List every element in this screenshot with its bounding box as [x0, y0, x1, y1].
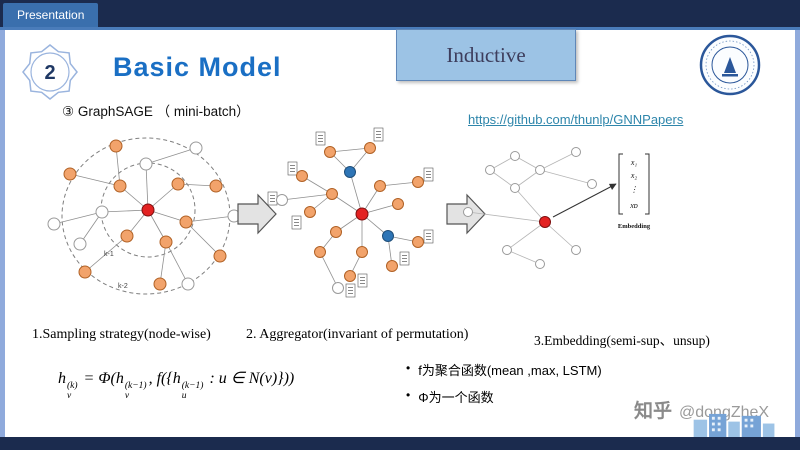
slide-right-border — [795, 30, 800, 437]
presentation-tab[interactable]: Presentation — [3, 3, 99, 27]
notes-list: • f为聚合函数(mean ,max, LSTM) • Φ为一个函数 — [406, 360, 602, 414]
aggregated-node — [382, 230, 394, 242]
ring-label-k1: k-1 — [104, 251, 114, 258]
header-accent-line — [0, 27, 800, 30]
slide-title: Basic Model — [113, 52, 282, 82]
vector-entry: ⋮ — [630, 185, 638, 194]
bullet-text: Φ为一个函数 — [418, 390, 494, 405]
caption-embedding: 3.Embedding(semi-sup、unsup) — [534, 333, 710, 348]
watermark-brand: 知乎 — [634, 401, 673, 422]
target-node — [141, 203, 155, 217]
step-arrow-1 — [237, 193, 277, 235]
bullet-dot: • — [406, 361, 411, 375]
inductive-label: Inductive — [446, 42, 526, 67]
diagram-canvas: k-1 k-2 — [47, 127, 651, 298]
embedding-arrow — [552, 183, 617, 218]
bullet-dot: • — [406, 388, 411, 402]
bullet-text: f为聚合函数(mean ,max, LSTM) — [418, 363, 602, 378]
embedded-node — [539, 216, 551, 228]
city-skyline-icon — [693, 413, 775, 437]
slide-number: 2 — [44, 62, 55, 84]
embedding-diagram: x₁ x₂ ⋮ xᴅ Embedding — [463, 147, 651, 269]
caption-aggregator: 2. Aggregator(invariant of permutation) — [246, 327, 469, 342]
target-node — [355, 207, 369, 221]
method-line: ③ GraphSAGE （ mini-batch） — [62, 104, 250, 119]
aggregated-node — [344, 166, 356, 178]
slide-left-border — [0, 30, 5, 437]
list-item: • Φ为一个函数 — [406, 387, 602, 406]
aggregator-diagram — [267, 127, 434, 298]
caption-sampling: 1.Sampling strategy(node-wise) — [32, 327, 211, 342]
github-link[interactable]: https://github.com/thunlp/GNNPapers — [468, 112, 684, 127]
vector-entry: xᴅ — [629, 201, 638, 210]
window-top-bar: Presentation — [0, 0, 800, 27]
presentation-tab-label: Presentation — [17, 8, 85, 22]
embedding-label: Embedding — [618, 223, 651, 230]
update-formula: h(k)v = Φ(h(k−1)v, f({h(k−1)u : u ∈ N(v)… — [58, 370, 295, 402]
vector-entry: x₁ — [630, 158, 638, 167]
list-item: • f为聚合函数(mean ,max, LSTM) — [406, 360, 602, 379]
slide-number-badge: 2 — [22, 44, 78, 100]
vector-entry: x₂ — [630, 171, 638, 180]
window-bottom-bar — [0, 437, 800, 450]
inductive-box: Inductive — [396, 29, 576, 81]
university-logo-icon — [699, 34, 761, 96]
ring-label-k2: k-2 — [118, 283, 128, 290]
sampling-diagram: k-1 k-2 — [47, 137, 241, 295]
